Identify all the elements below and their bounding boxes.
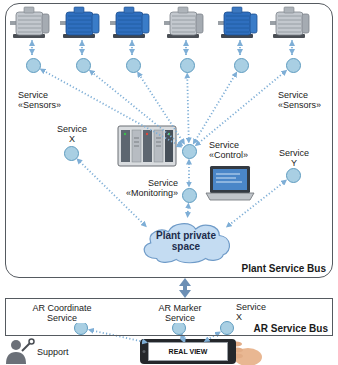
illustration-part	[121, 130, 130, 162]
illustration-part	[206, 193, 254, 200]
illustration-part	[210, 166, 250, 193]
phone-screen: REAL VIEW	[148, 342, 228, 361]
service-circle: Service X	[220, 321, 234, 335]
motor-pictures	[10, 7, 309, 38]
illustration-part	[291, 40, 293, 55]
service-circle: Service «Sensors»	[286, 58, 301, 73]
service-link	[182, 337, 185, 339]
illustration-part	[165, 130, 173, 162]
motor-picture	[164, 7, 203, 38]
service-name: Service «Sensors»	[278, 90, 326, 110]
illustration-part	[11, 340, 21, 350]
service-circle: Service Y	[286, 168, 301, 183]
illustration-part	[31, 40, 33, 55]
motor-picture	[110, 7, 149, 38]
illustration-part	[143, 350, 146, 353]
illustration-part	[22, 343, 30, 351]
illustration-part	[216, 174, 242, 182]
illustration-part	[140, 339, 236, 364]
bus-link-arrow	[183, 285, 187, 291]
bus-name: AR Service Bus	[254, 323, 328, 334]
bus-name: Plant Service Bus	[242, 263, 326, 274]
service-circle	[126, 58, 141, 73]
sensor-links	[32, 40, 292, 55]
service-name: Service «Monitoring»	[118, 178, 178, 198]
service-link	[93, 331, 143, 342]
motor-picture	[60, 7, 99, 38]
private-space-cloud: Plant private space	[137, 218, 235, 264]
support-person-picture	[6, 339, 34, 364]
service-circle	[180, 58, 195, 73]
illustration-part	[6, 352, 26, 364]
illustration-part	[118, 126, 176, 166]
illustration-part	[239, 40, 241, 55]
service-circle: AR Marker Service	[172, 321, 186, 335]
laptop-picture	[206, 166, 254, 200]
motor-picture	[270, 7, 309, 38]
motor-picture	[218, 7, 257, 38]
screen-text: REAL VIEW	[169, 348, 208, 356]
service-bus-panel: AR Service Bus AR Coordinate Service AR Ma…	[5, 298, 333, 336]
illustration-part	[213, 169, 247, 190]
service-circle: AR Coordinate Service	[74, 321, 88, 335]
motor-picture	[10, 7, 49, 38]
service-bus-panel: Plant Service Bus Service «Sensors» Servic…	[5, 3, 333, 278]
illustration-part	[81, 40, 83, 55]
service-circle: Service X	[64, 146, 79, 161]
service-link	[140, 75, 182, 140]
service-link	[199, 73, 284, 143]
illustration-part	[131, 40, 133, 55]
service-name: Service «Control»	[209, 140, 255, 160]
service-link	[208, 334, 217, 339]
illustration-part	[29, 339, 34, 344]
service-circle	[76, 58, 91, 73]
service-link	[187, 207, 189, 213]
illustration-part	[143, 130, 152, 162]
cloud-outline	[144, 224, 229, 263]
plc-picture	[118, 126, 176, 166]
service-name: Service X	[55, 124, 89, 144]
service-circle: Service «Control»	[182, 144, 197, 159]
service-name: Service Y	[277, 148, 311, 168]
service-circle	[234, 58, 249, 73]
service-name: AR Marker Service	[155, 303, 205, 323]
service-name: AR Coordinate Service	[30, 303, 94, 323]
service-link	[187, 77, 188, 138]
service-name: Service X	[236, 302, 270, 322]
illustration-part	[146, 133, 148, 135]
free-label: Support	[37, 347, 69, 357]
illustration-part	[124, 133, 126, 135]
service-circle: Service «Sensors»	[26, 58, 41, 73]
service-link	[93, 73, 180, 143]
service-link	[188, 164, 190, 183]
service-circle: Service «Monitoring»	[182, 188, 197, 203]
service-link	[230, 183, 283, 225]
cloud-text: Plant private space	[148, 230, 224, 252]
illustration-part	[185, 40, 187, 55]
service-name: Service «Sensors»	[18, 90, 66, 110]
illustration-part	[134, 138, 161, 146]
phone-picture	[140, 339, 236, 364]
